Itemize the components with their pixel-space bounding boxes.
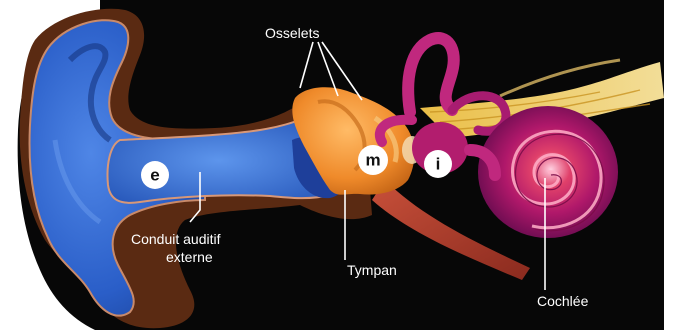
label-ossicles: Osselets <box>265 25 319 41</box>
svg-text:i: i <box>436 155 441 174</box>
badge-inner-ear: i <box>424 150 452 178</box>
badge-middle-ear: m <box>358 145 388 175</box>
svg-text:e: e <box>150 166 159 185</box>
svg-text:m: m <box>365 151 380 170</box>
label-cochlea: Cochlée <box>537 293 589 309</box>
label-eardrum: Tympan <box>347 262 397 278</box>
label-ear-canal-line2: externe <box>166 249 213 265</box>
badge-outer-ear: e <box>141 161 169 189</box>
label-ear-canal-line1: Conduit auditif <box>131 231 221 247</box>
